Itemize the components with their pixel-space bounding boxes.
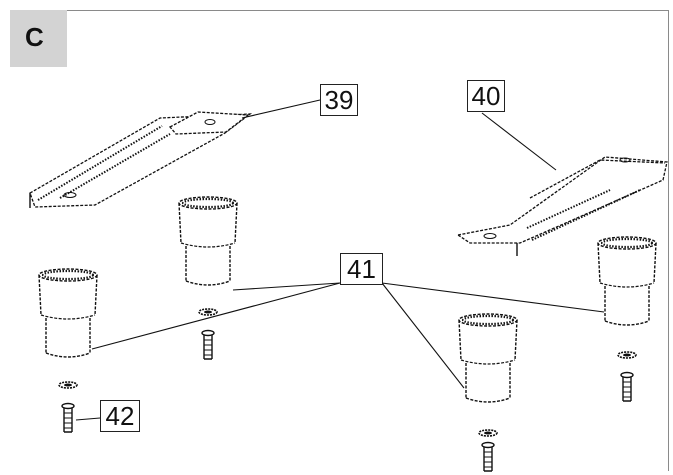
callout-40: 40 (467, 80, 505, 112)
callout-39: 39 (320, 84, 358, 116)
bracket-40 (456, 156, 668, 256)
panel-label: C (10, 10, 67, 67)
washer-2 (58, 381, 78, 389)
leader-lines (75, 99, 605, 421)
foot-2 (37, 267, 99, 359)
screw-1 (201, 329, 215, 360)
bracket-39 (29, 111, 253, 208)
washer-1 (198, 308, 218, 316)
callout-42: 42 (100, 400, 140, 432)
washer-4 (617, 351, 637, 359)
washer-3 (478, 429, 498, 437)
callout-41: 41 (340, 253, 383, 285)
panel-letter: C (25, 22, 44, 52)
screw-4 (620, 371, 634, 402)
figure-frame (10, 10, 669, 471)
foot-1 (177, 195, 239, 287)
foot-3 (457, 312, 519, 404)
screw-3 (481, 441, 495, 472)
screw-2 (61, 402, 75, 433)
foot-4 (596, 235, 658, 327)
